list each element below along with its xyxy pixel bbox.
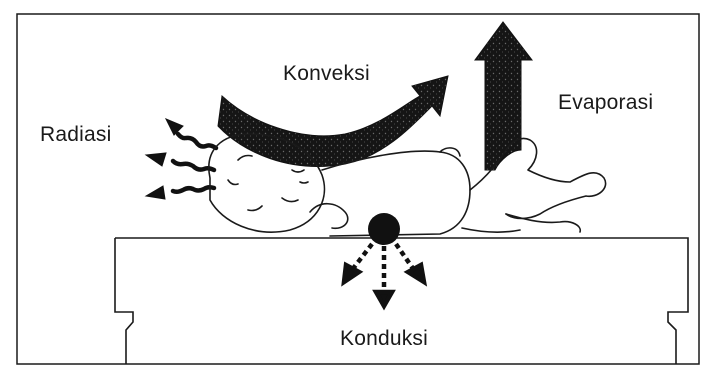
label-konveksi: Konveksi (283, 62, 370, 86)
label-evaporasi: Evaporasi (558, 91, 653, 115)
konduksi-arrows (344, 244, 424, 306)
label-radiasi: Radiasi (40, 123, 111, 147)
konduksi-source (368, 213, 400, 245)
konduksi-arrow-left (352, 244, 372, 270)
konduksi-arrowhead-left (344, 265, 359, 282)
radiasi-arrows (146, 119, 216, 199)
radiasi-arrowhead-3 (146, 186, 165, 199)
radiasi-arrow-2 (173, 161, 214, 170)
radiasi-arrowhead-1 (166, 119, 183, 135)
konveksi-arrow (218, 76, 448, 166)
evaporasi-arrow (475, 22, 532, 170)
radiasi-arrowhead-2 (146, 153, 166, 166)
radiasi-arrow-1 (178, 134, 216, 148)
konduksi-arrow-right (396, 244, 414, 270)
radiasi-arrow-3 (173, 187, 214, 192)
label-konduksi: Konduksi (340, 327, 428, 351)
konduksi-arrowhead-center (376, 292, 392, 306)
